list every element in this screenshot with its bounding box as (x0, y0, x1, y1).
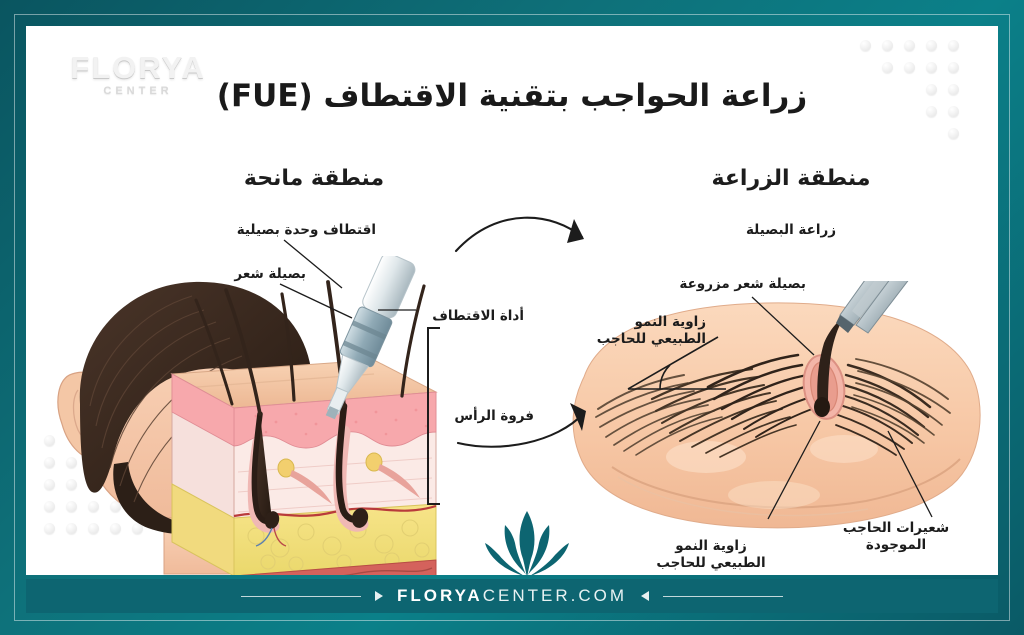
flow-arrows (446, 191, 606, 461)
footer-rule-right (663, 595, 783, 597)
arrow-left-icon (641, 591, 649, 601)
footer-brand-bold: FLORYA (397, 586, 483, 605)
label-existing-eyebrow-hairs: شعيرات الحاجب الموجودة (842, 520, 950, 553)
logo-subtext: CENTER (103, 85, 173, 97)
footer-brand-light: CENTER.COM (482, 586, 627, 605)
donor-area-illustration (44, 256, 464, 575)
logo-wordmark: FLORYA (70, 50, 206, 85)
label-scalp: فروة الرأس (454, 408, 534, 424)
donor-leader-lines (266, 226, 446, 346)
arrow-right-icon (375, 591, 384, 601)
footer-rule-left (241, 595, 362, 597)
dot-grid-bottom-left (44, 435, 164, 555)
label-natural-growth-angle-bottom: زاوية النمو الطبيعي للحاجب (656, 538, 766, 571)
section-heading-recipient: منطقة الزراعة (711, 166, 871, 191)
scalp-bracket (424, 326, 446, 506)
white-canvas: FLORYA CENTER زراعة الحواجب بتقنية الاقت… (26, 26, 998, 575)
footer-website: FLORYACENTER.COM (397, 586, 627, 606)
recipient-area-illustration (556, 281, 998, 551)
label-implanted-hair-follicle: بصيلة شعر مزروعة (679, 276, 806, 292)
label-natural-growth-angle-top: زاوية النمو الطبيعي للحاجب (596, 314, 706, 347)
page-title: زراعة الحواجب بتقنية الاقتطاف (FUE) (216, 78, 808, 114)
dot-grid-top-right (860, 40, 980, 160)
section-heading-donor: منطقة مانحة (243, 166, 385, 191)
footer-bar: FLORYACENTER.COM (26, 579, 998, 613)
label-hair-follicle: بصيلة شعر (234, 266, 306, 282)
leaf-emblem-icon (479, 509, 575, 575)
label-follicular-unit-extraction: اقتطاف وحدة بصيلية (236, 222, 376, 238)
label-follicle-implantation: زراعة البصيلة (746, 222, 836, 238)
florya-logo: FLORYA CENTER (68, 52, 208, 97)
label-extraction-tool: أداة الاقتطاف (432, 308, 524, 324)
